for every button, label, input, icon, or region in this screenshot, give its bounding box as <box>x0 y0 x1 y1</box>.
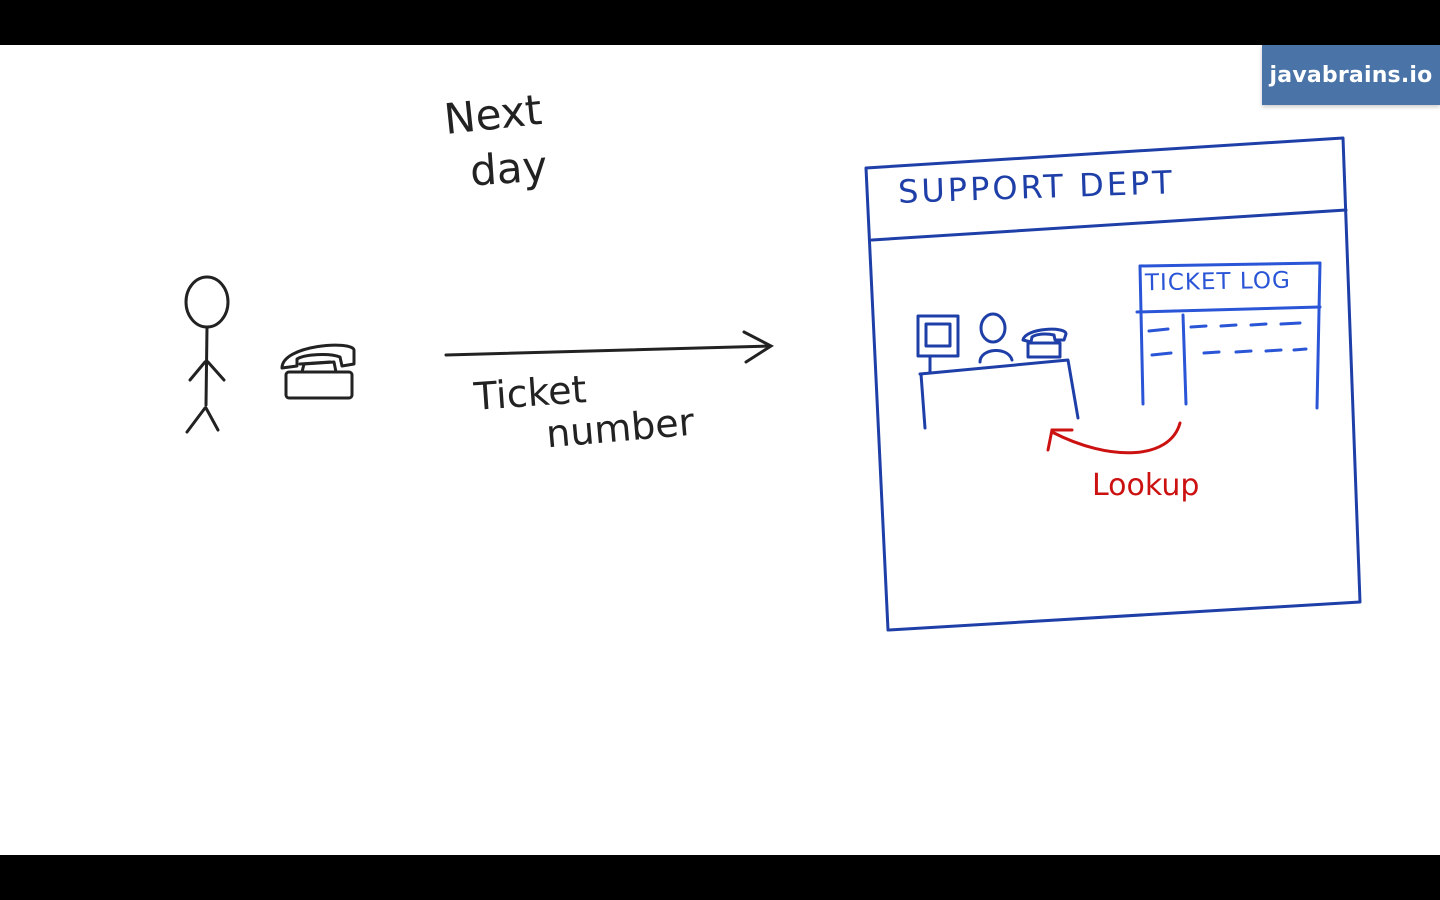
ticket-number-arrow <box>444 330 774 364</box>
lookup-label: Lookup <box>1092 468 1200 503</box>
service-desk <box>916 312 1080 430</box>
stick-figure-icon <box>184 275 230 434</box>
ticket-log-title: TICKET LOG <box>1144 267 1292 297</box>
next-label: Next <box>441 85 545 144</box>
support-agent-icon <box>978 312 1014 364</box>
support-dept-box <box>864 136 1362 632</box>
whiteboard-canvas <box>0 45 1440 855</box>
ticket-log <box>1135 261 1322 410</box>
desk-telephone-icon <box>1021 327 1068 359</box>
day-label: day <box>468 141 549 196</box>
computer-icon <box>916 314 960 374</box>
telephone-icon <box>280 343 356 400</box>
lookup-arrow <box>1046 421 1182 455</box>
javabrains-watermark: javabrains.io <box>1262 45 1440 105</box>
